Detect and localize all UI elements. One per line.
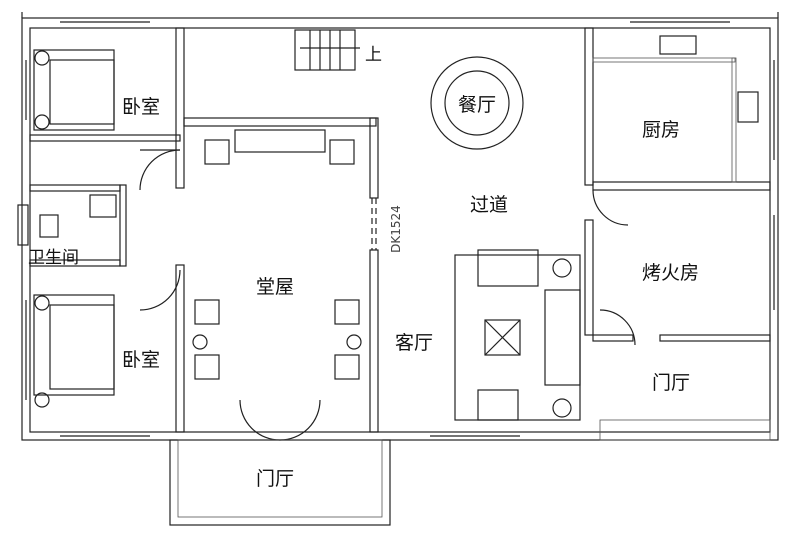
room-label-corridor: 过道 xyxy=(470,194,509,216)
hall-furniture xyxy=(192,129,362,380)
room-label-bedroom-bottom: 卧室 xyxy=(122,349,161,371)
room-label-bathroom: 卫生间 xyxy=(28,248,79,268)
windows xyxy=(17,21,775,437)
dining-table xyxy=(430,56,524,150)
kitchen-fixtures xyxy=(659,35,759,123)
room-label-bedroom-top: 卧室 xyxy=(122,96,161,118)
stairs-up-label: 上 xyxy=(365,45,382,65)
room-label-living-room: 客厅 xyxy=(395,332,434,354)
room-label-fire-room: 烤火房 xyxy=(642,262,700,284)
living-room-furniture xyxy=(454,249,581,421)
room-label-main-hall: 堂屋 xyxy=(256,276,295,298)
room-label-side-entry: 门厅 xyxy=(652,372,691,394)
room-label-kitchen: 厨房 xyxy=(642,119,681,141)
room-label-dining-room: 餐厅 xyxy=(458,94,497,116)
interior-walls xyxy=(29,27,771,433)
bathroom-fixtures xyxy=(39,194,117,238)
window-code-label: DK1524 xyxy=(388,205,403,253)
room-label-front-porch: 门厅 xyxy=(256,468,295,490)
outer-walls xyxy=(21,12,779,441)
porches xyxy=(169,419,771,526)
beds xyxy=(33,49,115,408)
stairs xyxy=(294,29,360,71)
doors xyxy=(139,149,636,441)
